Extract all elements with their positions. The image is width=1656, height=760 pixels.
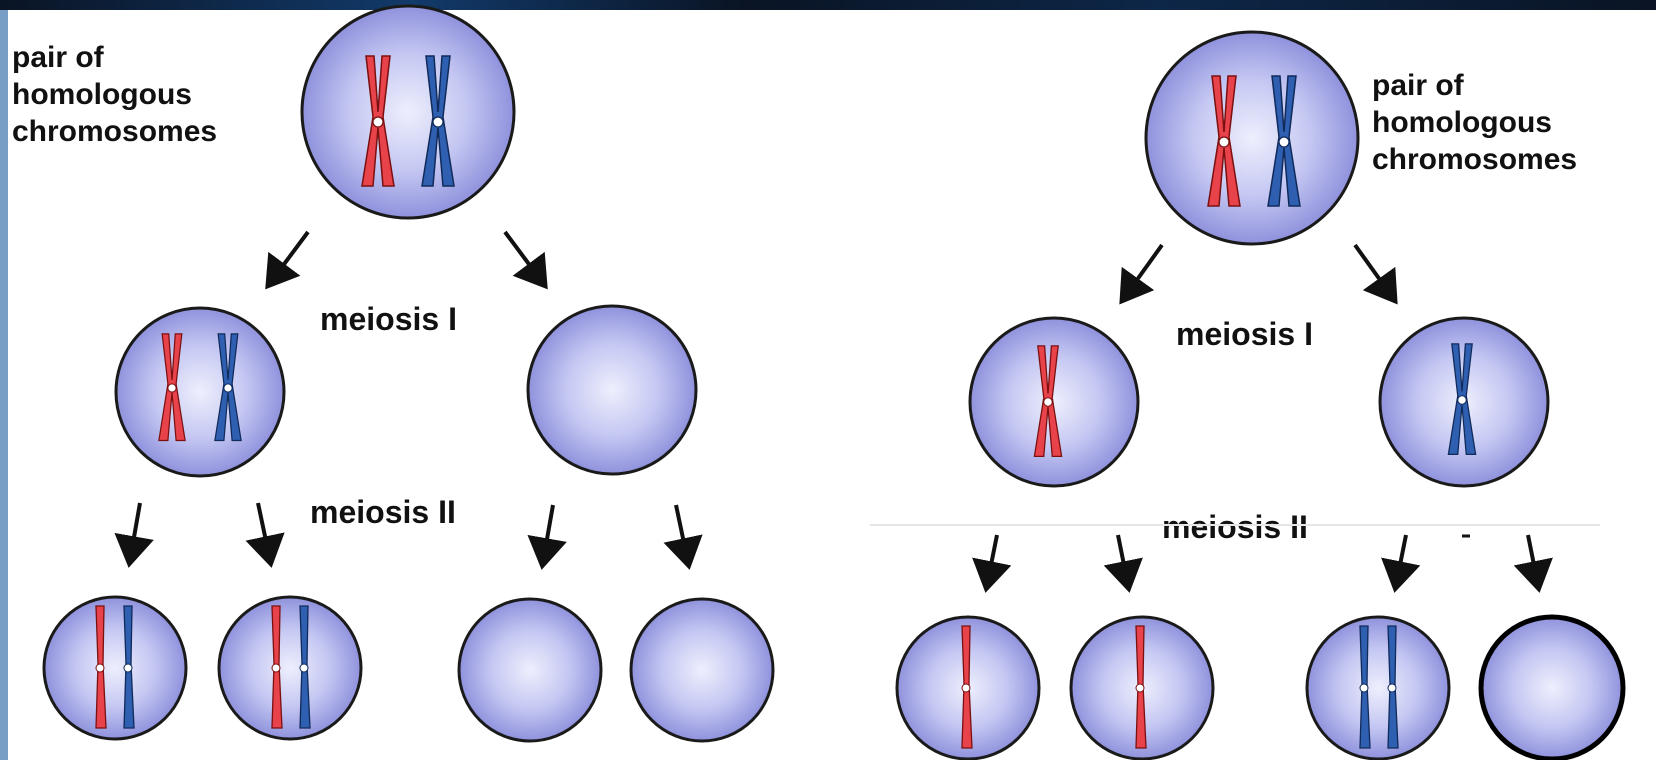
right-parent-cell	[1146, 32, 1358, 244]
left-arrow-m2-4	[676, 505, 688, 562]
left-m1-cell-b	[528, 306, 696, 474]
top-band	[0, 0, 1656, 10]
left-arrow-m2-1	[130, 503, 140, 560]
left-meiosis-1-label: meiosis I	[320, 301, 457, 337]
left-arrow-m2-3	[543, 505, 553, 562]
left-gamete-1	[44, 597, 186, 739]
left-gamete-4	[631, 599, 773, 741]
right-meiosis-1-label: meiosis I	[1176, 316, 1313, 352]
left-meiosis-2-label: meiosis II	[310, 494, 456, 530]
left-gamete-3	[459, 599, 601, 741]
left-arrow-m1-left	[270, 232, 308, 283]
right-arrow-m1-right	[1355, 245, 1393, 298]
left-arrow-m1-right	[505, 232, 543, 283]
right-arrow-m1-left	[1124, 245, 1162, 298]
right-gamete-2	[1071, 617, 1213, 759]
right-arrow-m2-1	[987, 535, 997, 585]
right-arrow-m2-2	[1118, 535, 1128, 585]
right-arrow-m2-3	[1396, 535, 1406, 585]
right-gamete-3	[1307, 617, 1449, 759]
right-arrow-m2-4	[1528, 535, 1538, 585]
right-gamete-4	[1481, 617, 1623, 759]
left-edge-strip	[0, 10, 8, 760]
left-parent-cell	[302, 6, 514, 218]
right-meiosis-2-label: meiosis II	[1162, 509, 1308, 545]
right-homologous-label: pair of homologous chromosomes	[1372, 69, 1577, 176]
left-gamete-2	[219, 597, 361, 739]
right-m1-cell-b	[1380, 318, 1548, 486]
right-gamete-1	[897, 617, 1039, 759]
left-arrow-m2-2	[258, 503, 270, 560]
left-homologous-label: pair of homologous chromosomes	[12, 41, 217, 148]
left-m1-cell-a	[116, 308, 284, 476]
right-m1-cell-a	[970, 318, 1138, 486]
